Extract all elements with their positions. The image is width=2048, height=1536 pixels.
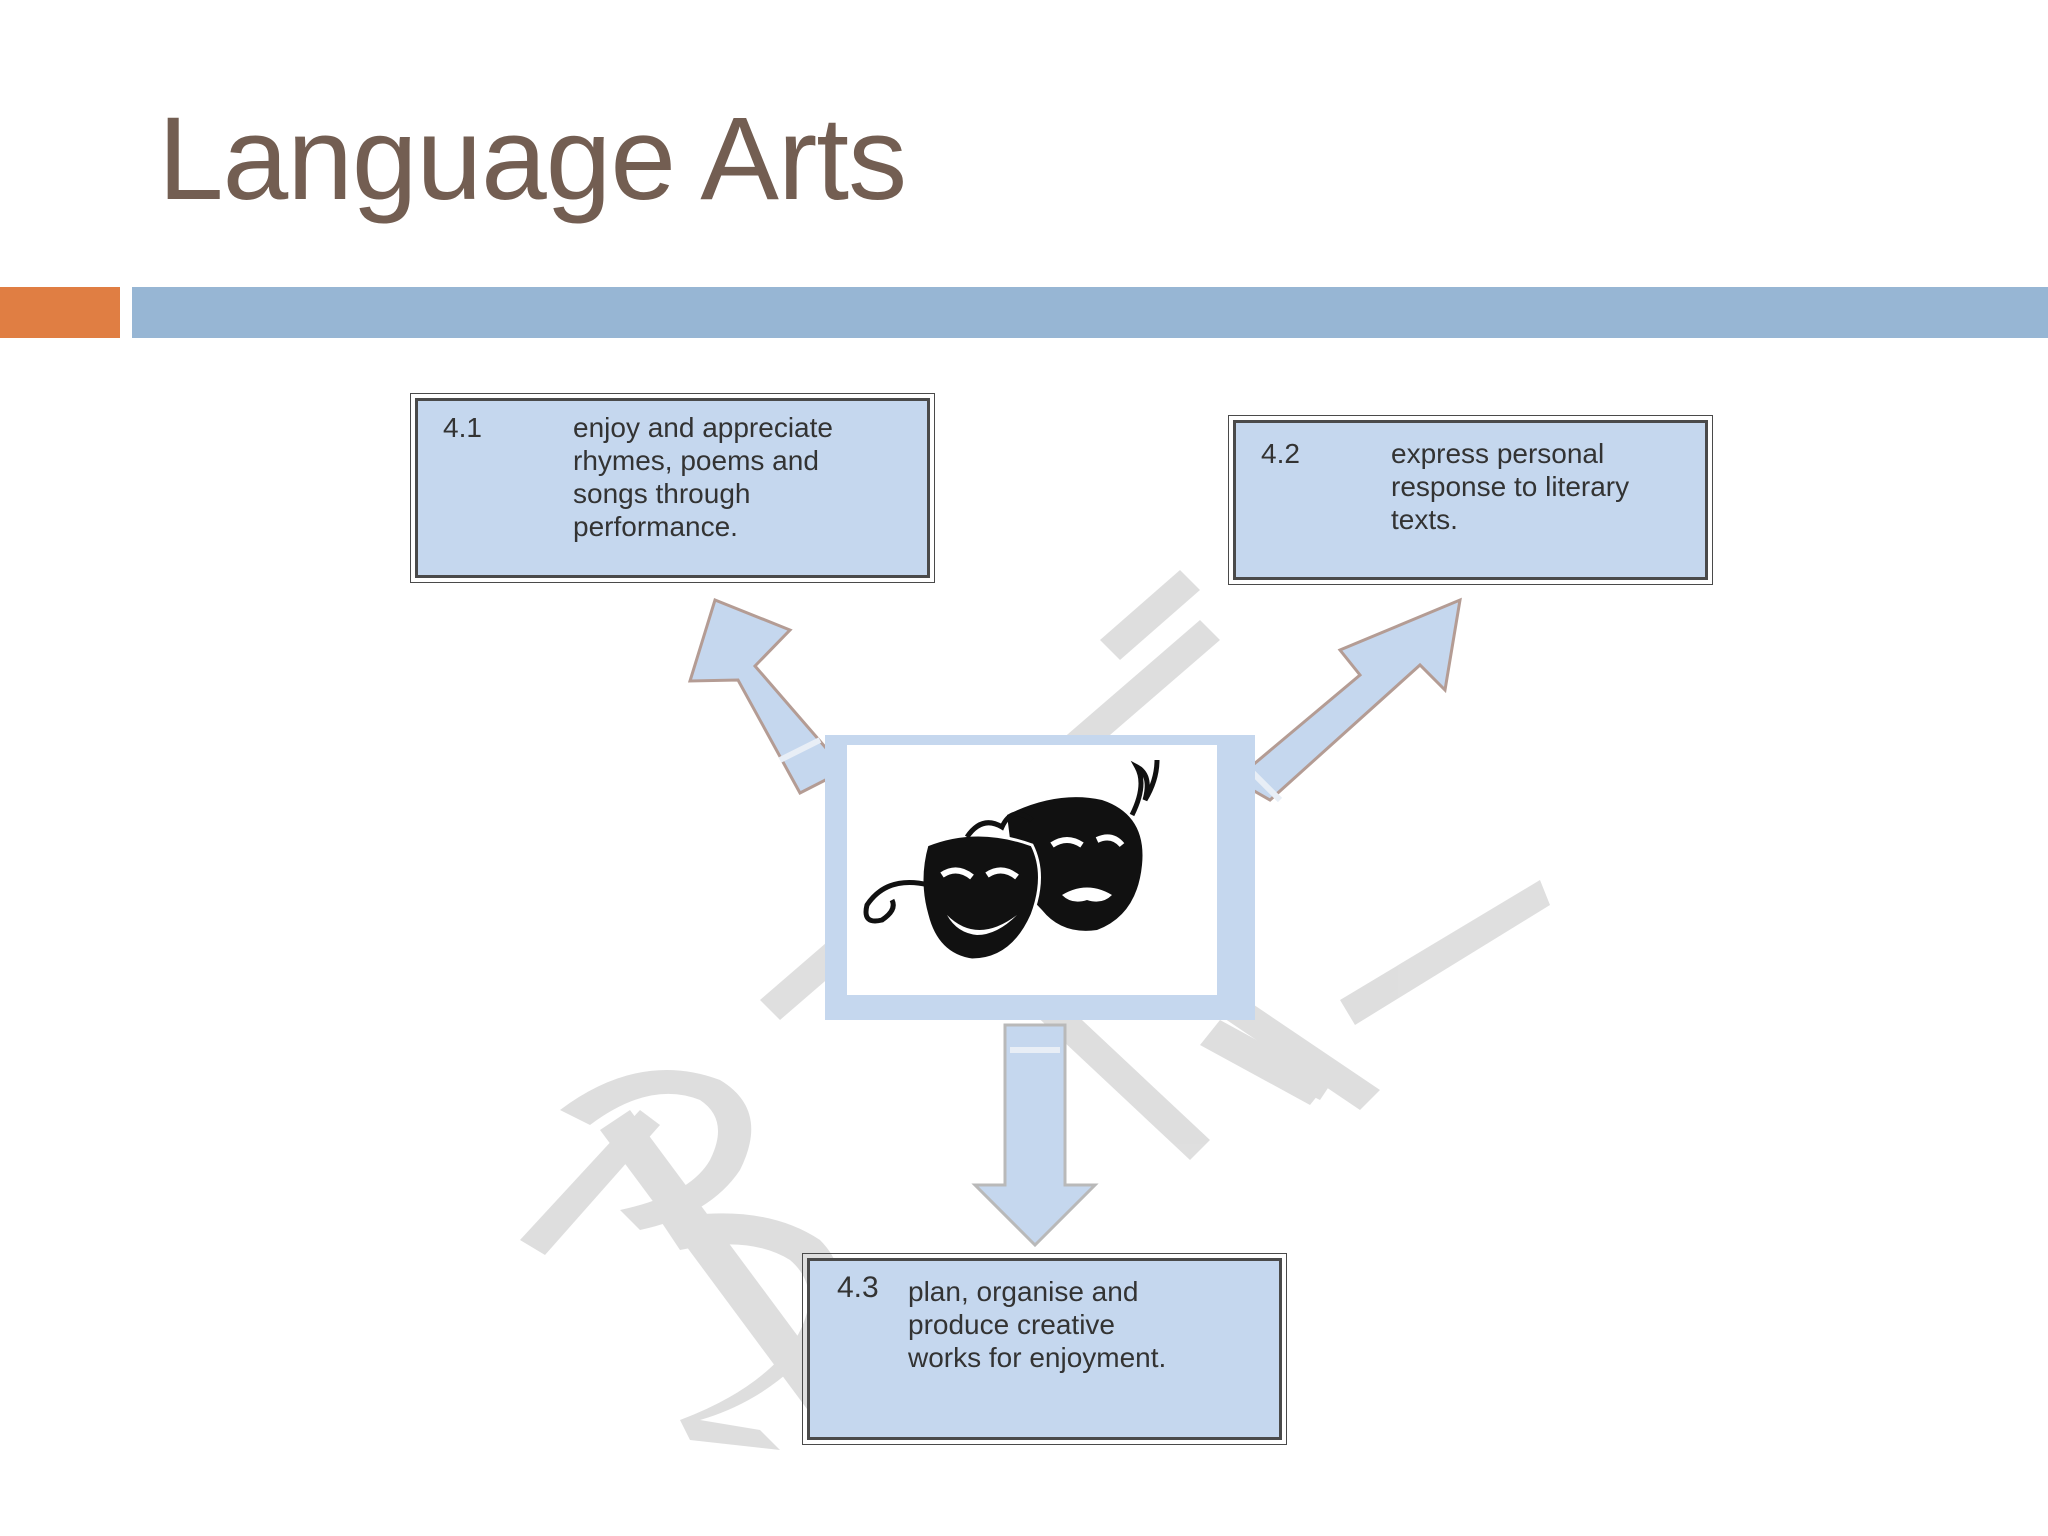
accent-bar-blue (132, 287, 2048, 338)
outcome-text: enjoy and appreciate rhymes, poems and s… (573, 412, 833, 542)
outcome-number: 4.1 (443, 412, 482, 443)
outcome-box-4-3: 4.3 plan, organise and produce creative … (802, 1253, 1287, 1445)
outcome-text: plan, organise and produce creative work… (908, 1276, 1167, 1373)
outcome-number: 4.3 (837, 1271, 879, 1304)
center-image (847, 745, 1217, 995)
accent-bar-orange (0, 287, 120, 338)
outcome-number: 4.2 (1261, 438, 1300, 469)
slide-title: Language Arts (158, 93, 907, 225)
outcome-text: express personal response to literary te… (1391, 438, 1630, 535)
outcome-box-4-2: 4.2 express personal response to literar… (1228, 415, 1713, 585)
center-image-frame (825, 735, 1255, 1020)
theatre-masks-icon (863, 759, 1160, 962)
outcome-box-4-1: 4.1 enjoy and appreciate rhymes, poems a… (410, 393, 935, 583)
